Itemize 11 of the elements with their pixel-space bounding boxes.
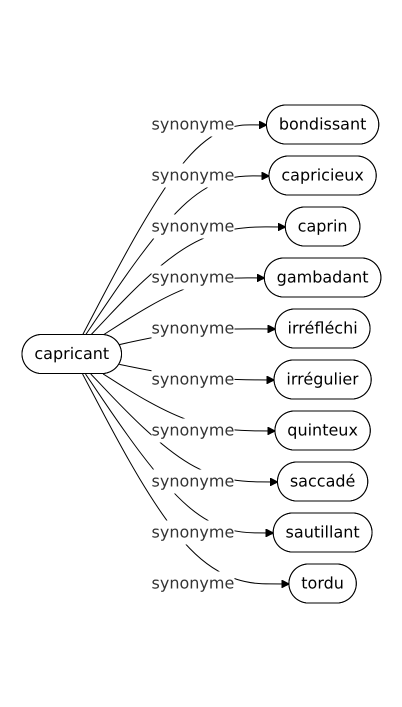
edge-label: synonyme xyxy=(151,266,234,286)
edge-label: synonyme xyxy=(151,420,234,439)
edge-label: synonyme xyxy=(151,368,234,388)
edge-label: synonyme xyxy=(151,470,234,490)
arrow xyxy=(84,373,274,537)
edge-label: synonyme xyxy=(151,318,234,337)
edge-label: synonyme xyxy=(151,114,234,133)
edge-label: synonyme xyxy=(151,216,234,235)
edge-label: synonyme xyxy=(151,572,234,592)
edge-label: synonyme xyxy=(151,522,234,541)
edge-label: synonyme xyxy=(151,165,234,184)
